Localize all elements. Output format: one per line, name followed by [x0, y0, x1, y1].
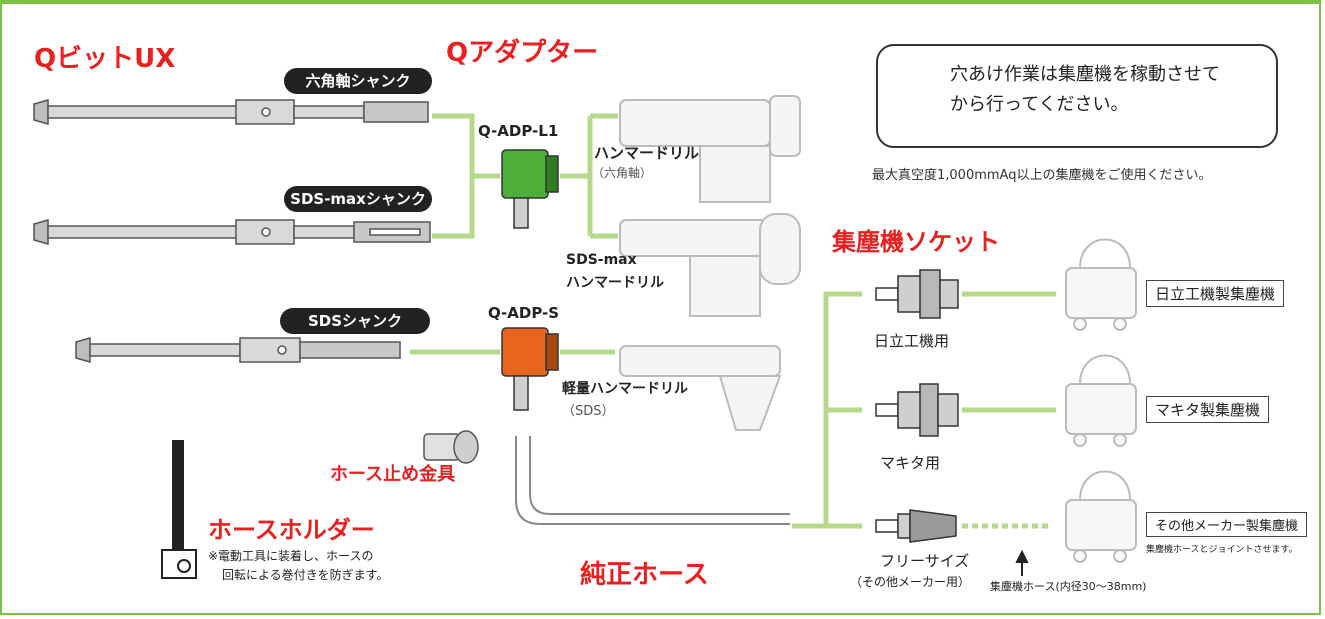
warning-line2: から行ってください。: [950, 94, 1129, 115]
socket-makita-label: マキタ用: [880, 454, 941, 472]
drill-sdsmax: [619, 213, 801, 317]
warning-box: [876, 44, 1278, 148]
adapter-s-graphic: [501, 327, 559, 411]
socket-free-line2: （その他メーカー用）: [850, 575, 971, 589]
socket-free-line1: フリーサイズ: [880, 552, 970, 570]
adapter-l1-graphic: [501, 149, 559, 229]
title-hose-holder: ホースホルダー: [208, 516, 375, 544]
title-qbit: QビットUX: [34, 44, 176, 74]
title-socket: 集塵機ソケット: [832, 228, 1000, 256]
collector-hitachi-label: 日立工機製集塵機: [1146, 280, 1285, 307]
connector-lines: [410, 113, 1056, 529]
adapter-s-label: Q-ADP-S: [488, 304, 560, 322]
hose-holder-graphic: [161, 440, 197, 579]
title-hose-fitting: ホース止め金具: [330, 464, 456, 485]
drill-hammer: [619, 95, 801, 203]
holder-note-line2: 回転による巻付きを防ぎます。: [222, 568, 389, 582]
bit-sdsmax: [33, 219, 431, 245]
title-qadapter: Qアダプター: [446, 38, 599, 68]
drill-sdsmax-line1: SDS-max: [566, 252, 637, 268]
collector-makita-label: マキタ製集塵機: [1146, 396, 1270, 423]
collector-other-label: その他メーカー製集塵機: [1146, 512, 1308, 537]
hose-fitting-graphic: [423, 430, 479, 464]
drill-light: [619, 345, 782, 431]
bit-hex: [33, 99, 429, 125]
holder-note-line1: ※電動工具に装着し、ホースの: [208, 549, 374, 563]
warning-note: 最大真空度1,000mmAq以上の集塵機をご使用ください。: [872, 168, 1212, 183]
genuine-hose-graphic: [515, 436, 790, 525]
shank-sdsmax-label: SDS-maxシャンク: [284, 186, 432, 212]
bit-sds: [75, 337, 401, 363]
socket-hitachi-label: 日立工機用: [874, 332, 950, 350]
shank-sds-label: SDSシャンク: [280, 308, 430, 334]
arrow-up: [1015, 549, 1029, 576]
drill-hammer-label: ハンマードリル: [594, 144, 700, 162]
collector-hose-label: 集塵機ホース(内径30〜38mm): [990, 580, 1147, 593]
shank-hex-label: 六角軸シャンク: [284, 68, 432, 94]
collector-hitachi: [1065, 238, 1137, 331]
collector-other: [1065, 470, 1137, 563]
socket-hitachi: [875, 269, 959, 319]
warning-line1: 穴あけ作業は集塵機を稼動させて: [950, 64, 1220, 85]
drill-light-sub: （SDS）: [562, 404, 615, 419]
collector-other-note: 集塵機ホースとジョイントさせます。: [1146, 545, 1298, 555]
title-genuine-hose: 純正ホース: [580, 560, 709, 590]
drill-sdsmax-line2: ハンマードリル: [566, 275, 664, 291]
collector-makita: [1065, 354, 1137, 447]
adapter-l1-label: Q-ADP-L1: [478, 122, 559, 140]
socket-free: [875, 509, 957, 543]
socket-makita: [875, 383, 959, 437]
drill-hammer-sub: （六角軸）: [592, 166, 653, 180]
drill-light-label: 軽量ハンマードリル: [562, 381, 688, 397]
